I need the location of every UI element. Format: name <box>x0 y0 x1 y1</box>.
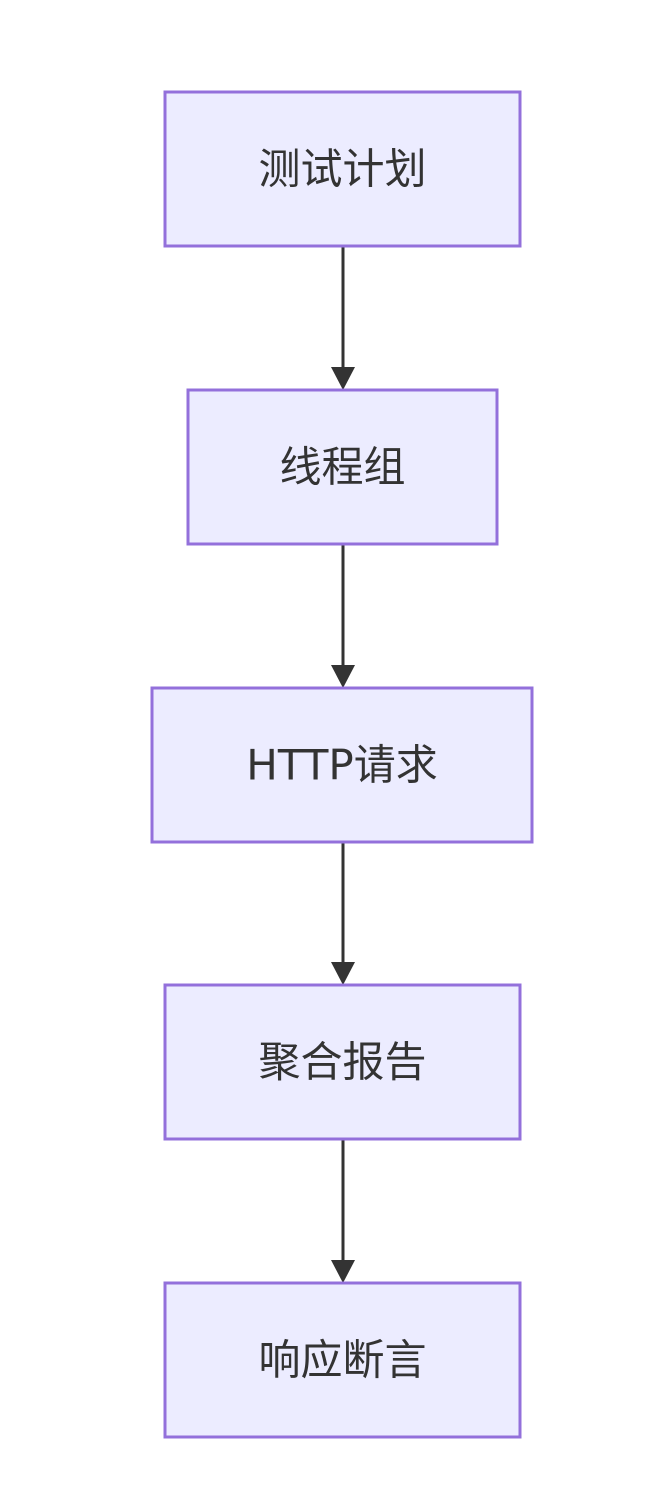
node-aggregate-report[interactable]: 聚合报告 <box>163 983 522 1141</box>
node-box[interactable] <box>150 686 534 844</box>
node-response-assertion[interactable]: 响应断言 <box>163 1281 522 1439</box>
nodes-layer: 测试计划 线程组 HTTP请求 聚合报告 响应断言 <box>150 90 534 1439</box>
node-box[interactable] <box>163 983 522 1141</box>
edges-layer <box>331 246 355 1283</box>
arrow-down-icon <box>331 367 355 390</box>
node-test-plan[interactable]: 测试计划 <box>163 90 522 248</box>
edge-aggregate-report-to-response-assertion <box>331 1139 355 1283</box>
arrow-down-icon <box>331 962 355 985</box>
arrow-down-icon <box>331 1260 355 1283</box>
node-box[interactable] <box>163 90 522 248</box>
node-box[interactable] <box>163 1281 522 1439</box>
edge-thread-group-to-http-request <box>331 544 355 688</box>
node-label: 聚合报告 <box>258 1038 426 1087</box>
arrow-down-icon <box>331 665 355 688</box>
node-label: 测试计划 <box>258 145 426 194</box>
node-box[interactable] <box>186 388 499 546</box>
node-label: 线程组 <box>279 443 405 492</box>
node-thread-group[interactable]: 线程组 <box>186 388 499 546</box>
node-label: HTTP请求 <box>246 741 437 790</box>
node-label: 响应断言 <box>258 1336 426 1385</box>
edge-http-request-to-aggregate-report <box>331 842 355 985</box>
node-http-request[interactable]: HTTP请求 <box>150 686 534 844</box>
edge-test-plan-to-thread-group <box>331 246 355 390</box>
